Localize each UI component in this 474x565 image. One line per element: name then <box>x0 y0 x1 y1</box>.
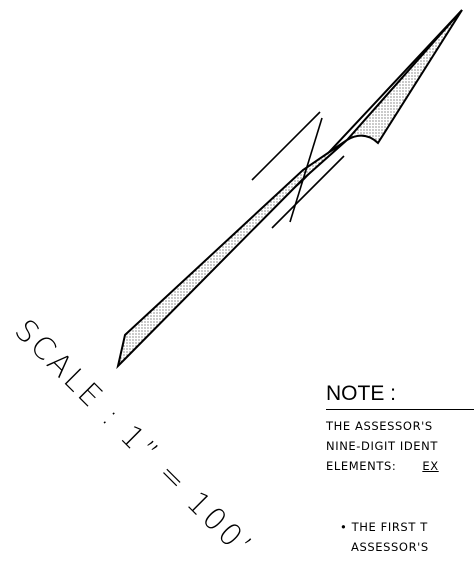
note-body: THE ASSESSOR'S NINE-DIGIT IDENT ELEMENTS… <box>326 416 474 476</box>
north-arrow-break-diagonal <box>289 117 323 223</box>
note-divider <box>326 409 474 410</box>
note-elements-link[interactable]: EX <box>422 459 439 473</box>
scale-separator: : <box>94 400 129 435</box>
north-arrow-lower-blade <box>116 139 348 370</box>
north-arrow-break-line <box>271 155 345 229</box>
north-arrow-icon <box>116 9 463 370</box>
note-bullet: • THE FIRST T ASSESSOR'S <box>340 517 474 557</box>
note-bullet-line: • THE FIRST T <box>340 520 428 534</box>
note-line-text: ELEMENTS: <box>326 459 397 473</box>
north-arrow-break-line <box>251 111 321 181</box>
note-line: ELEMENTS: EX <box>326 456 474 476</box>
note-line: THE ASSESSOR'S <box>326 419 433 433</box>
note-line: NINE-DIGIT IDENT <box>326 439 438 453</box>
north-arrow-upper-barb <box>346 9 463 145</box>
note-bullet-line: ASSESSOR'S <box>351 540 429 554</box>
note-title: NOTE : <box>326 382 397 405</box>
